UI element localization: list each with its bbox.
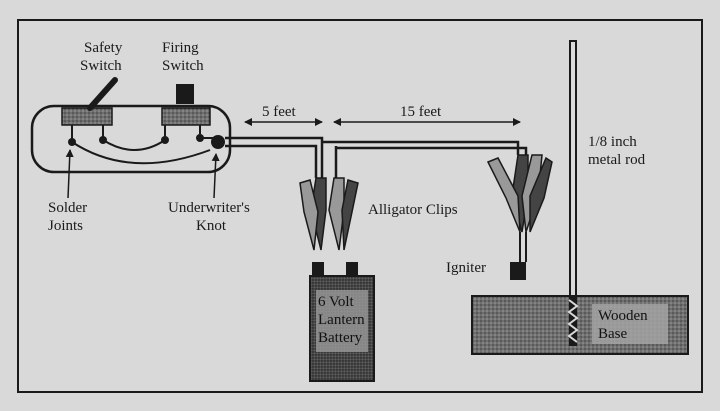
alligator-clips-label: Alligator Clips (368, 202, 458, 218)
battery-label: Battery (318, 330, 363, 346)
control-box (30, 77, 232, 174)
wooden-base-label: Base (598, 326, 628, 342)
battery-label: Lantern (318, 312, 365, 328)
lantern-battery (309, 262, 375, 382)
cables (225, 136, 528, 178)
internal-wire (102, 139, 166, 151)
firing-switch-label: Firing (162, 40, 199, 56)
wooden-base-label: Wooden (598, 308, 648, 324)
solder-joints-label: Solder (48, 200, 87, 216)
underwriters-knot-leader (211, 153, 220, 199)
igniter-label: Igniter (446, 260, 486, 276)
cable-to-igniter (322, 140, 520, 155)
metal-rod-label: metal rod (588, 152, 646, 168)
distance-5-label: 5 feet (262, 104, 297, 120)
safety-switch-label: Safety (84, 40, 123, 56)
firing-switch-label: Switch (162, 58, 204, 74)
igniter-alligator-clips (486, 154, 553, 280)
solder-joints-leader (65, 149, 74, 199)
underwriters-knot-label: Knot (196, 218, 227, 234)
safety-switch-label: Switch (80, 58, 122, 74)
battery-terminal (312, 262, 324, 278)
battery-alligator-clips (299, 177, 359, 251)
igniter (510, 262, 526, 280)
battery-terminal (346, 262, 358, 278)
underwriters-knot (211, 135, 225, 149)
solder-joints-label: Joints (48, 218, 83, 234)
distance-15-label: 15 feet (400, 104, 442, 120)
underwriters-knot-label: Underwriter's (168, 200, 250, 216)
safety-switch-body (61, 107, 113, 126)
safety-switch-lever (87, 77, 118, 111)
battery-label: 6 Volt (318, 294, 355, 310)
firing-switch-body (161, 107, 211, 126)
internal-wire (71, 141, 211, 165)
wooden-base (471, 295, 689, 355)
firing-switch-button (176, 84, 194, 104)
diagram-frame (17, 19, 703, 393)
metal-rod-label: 1/8 inch (588, 134, 637, 150)
